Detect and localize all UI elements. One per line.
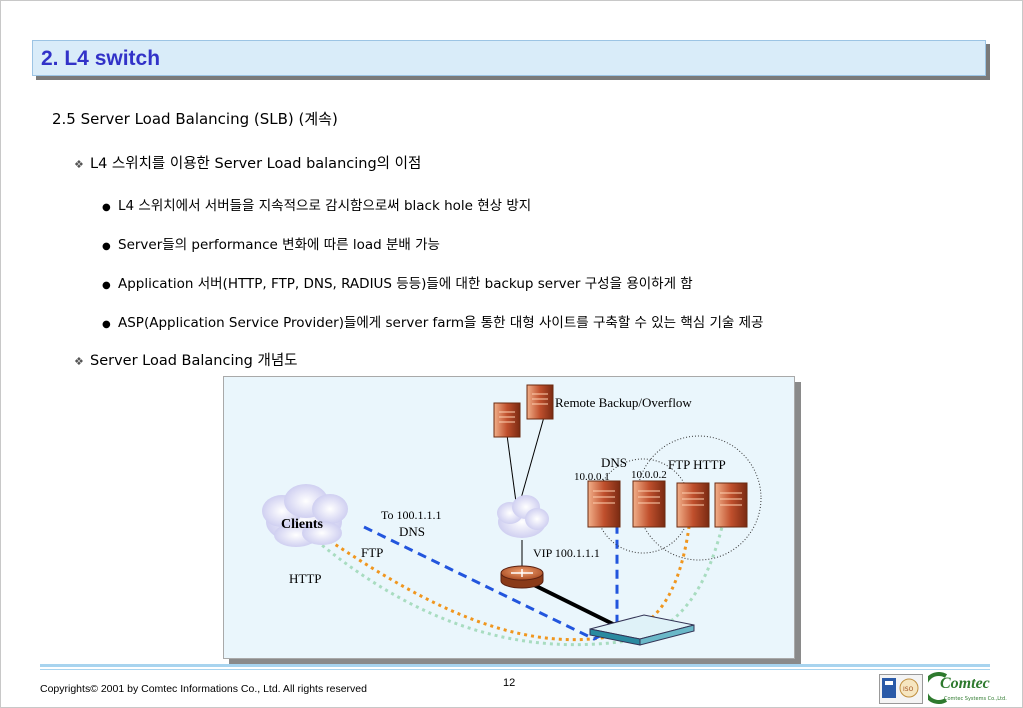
- http-flow-line: [305, 526, 724, 647]
- http-server-icon: [714, 482, 748, 528]
- item-diagram: ❖ Server Load Balancing 개념도: [74, 349, 298, 370]
- comtec-logo-subtext: Comtec Systems Co.,Ltd.: [944, 696, 1007, 702]
- ftp-server-icon: [676, 482, 710, 528]
- section-heading: 2.5 Server Load Balancing (SLB) (계속): [52, 110, 338, 128]
- bullet-4: ● ASP(Application Service Provider)들에게 se…: [102, 311, 763, 331]
- ftp-http-server-group-circle: [636, 435, 762, 561]
- ftp-http-group-label: FTP HTTP: [668, 457, 726, 472]
- ftp-flow-label: FTP: [361, 545, 383, 560]
- bullet-2-text: Server들의 performance 변화에 따른 load 분배 가능: [118, 237, 440, 253]
- bullet-dot-icon: ●: [102, 241, 111, 252]
- http-flow-label: HTTP: [289, 571, 322, 586]
- comtec-logo-icon: [928, 672, 948, 704]
- router-icon: [500, 565, 544, 589]
- dns-flow-label: DNS: [399, 524, 425, 539]
- remote-server-icon: [526, 384, 554, 420]
- server-icon: [632, 480, 666, 528]
- page-number: 12: [503, 677, 516, 689]
- title-bar: 2. L4 switch: [32, 40, 986, 76]
- remote-link-line: [519, 416, 545, 503]
- dns-group-label: DNS: [601, 455, 627, 470]
- slb-diagram: Remote Backup/Overflow DNS FTP HT: [223, 376, 795, 659]
- certification-logo-icon: ISO: [879, 674, 923, 704]
- network-cloud-icon: [497, 495, 549, 538]
- dns-flow-line: [363, 525, 619, 641]
- bullet-2: ● Server들의 performance 변화에 따른 load 분배 가능: [102, 233, 440, 253]
- item-diagram-text: Server Load Balancing 개념도: [90, 353, 298, 369]
- svg-text:ISO: ISO: [903, 686, 914, 693]
- to-address-label: To 100.1.1.1: [381, 508, 442, 522]
- item-benefits: ❖ L4 스위치를 이용한 Server Load balancing의 이점: [74, 152, 421, 173]
- dns-server-icon: [587, 480, 621, 528]
- remote-server-icon: [493, 402, 521, 438]
- remote-backup-label: Remote Backup/Overflow: [555, 395, 692, 410]
- remote-link-line: [506, 434, 517, 503]
- ip-label-1: 10.0.0.1: [574, 471, 610, 483]
- slide-title: 2. L4 switch: [41, 47, 161, 70]
- bullet-dot-icon: ●: [102, 319, 111, 330]
- slb-diagram-svg: Remote Backup/Overflow DNS FTP HT: [262, 384, 762, 647]
- comtec-logo-text: Comtec: [940, 675, 990, 692]
- diamond-bullet-icon: ❖: [74, 355, 84, 368]
- bullet-1: ● L4 스위치에서 서버들을 지속적으로 감시함으로써 black hole 현…: [102, 194, 531, 214]
- diamond-bullet-icon: ❖: [74, 158, 84, 171]
- item-benefits-text: L4 스위치를 이용한 Server Load balancing의 이점: [90, 156, 422, 172]
- clients-cloud-icon: [262, 484, 348, 547]
- bullet-dot-icon: ●: [102, 202, 111, 213]
- copyright-text: Copyrights© 2001 by Comtec Informations …: [40, 683, 367, 695]
- router-switch-link: [531, 582, 620, 629]
- l4-switch-icon: [589, 614, 695, 646]
- bullet-3-text: Application 서버(HTTP, FTP, DNS, RADIUS 등등…: [118, 276, 693, 292]
- bullet-4-text: ASP(Application Service Provider)들에게 ser…: [118, 315, 764, 331]
- bullet-dot-icon: ●: [102, 280, 111, 291]
- vip-label: VIP 100.1.1.1: [533, 546, 600, 560]
- bullet-1-text: L4 스위치에서 서버들을 지속적으로 감시함으로써 black hole 현상…: [118, 198, 532, 214]
- ftp-flow-line: [323, 526, 691, 642]
- bullet-3: ● Application 서버(HTTP, FTP, DNS, RADIUS 등…: [102, 272, 693, 292]
- footer-divider-thin: [40, 669, 990, 670]
- footer-divider: [40, 664, 990, 667]
- ip-label-2: 10.0.0.2: [631, 469, 667, 481]
- clients-label: Clients: [281, 517, 324, 532]
